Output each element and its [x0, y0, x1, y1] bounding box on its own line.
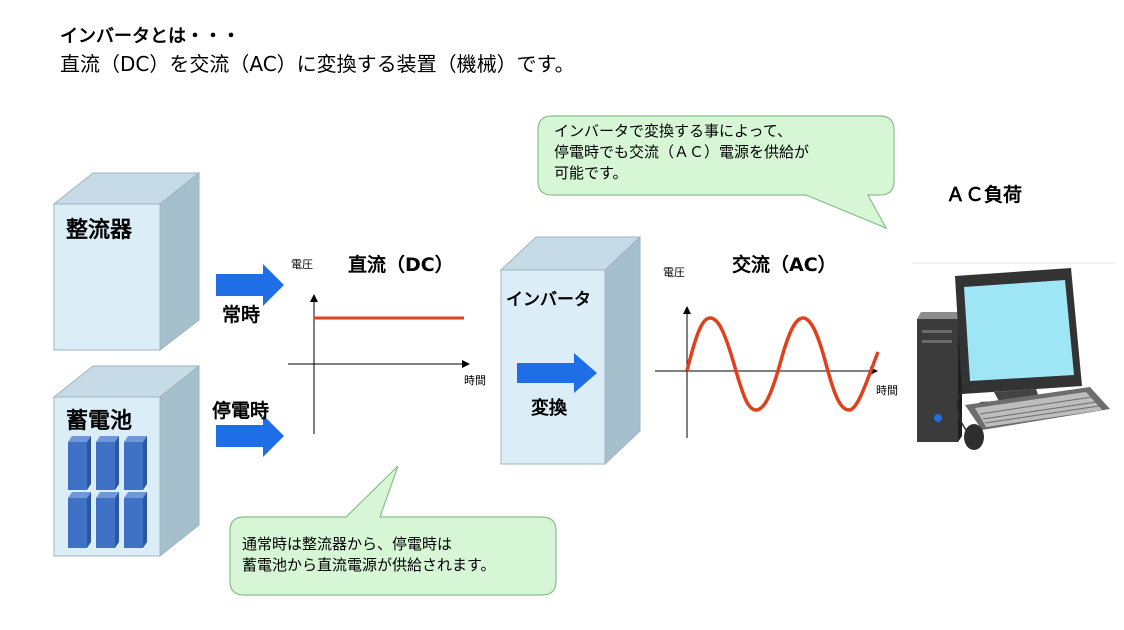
ac-sine-wave — [685, 316, 880, 412]
page-title: インバータとは・・・ — [60, 26, 240, 47]
ac-graph-title: 交流（AC） — [732, 254, 837, 276]
battery-label: 蓄電池 — [66, 409, 133, 434]
dc-y-axis-label: 電圧 — [291, 258, 313, 271]
inverter-box — [499, 235, 642, 466]
bubble-top-line: 可能です。 — [554, 164, 628, 182]
normal-label: 常時 — [222, 304, 261, 326]
dc-graph-title: 直流（DC） — [348, 254, 454, 276]
computer-icon — [912, 262, 1116, 450]
outage-arrow-icon — [216, 415, 284, 457]
battery-cells-icon — [68, 436, 147, 548]
normal-arrow-icon — [216, 264, 284, 306]
bubble-top-text: インバータで変換する事によって、 停電時でも交流（ＡＣ）電源を供給が 可能です。 — [554, 121, 809, 184]
bubble-top-line: 停電時でも交流（ＡＣ）電源を供給が — [554, 143, 810, 161]
inverter-label: インバータ — [506, 290, 591, 310]
bubble-bottom-line: 蓄電池から直流電源が供給されます。 — [242, 556, 496, 574]
bubble-top-line: インバータで変換する事によって、 — [554, 122, 793, 140]
bubble-bottom-shape — [229, 465, 557, 596]
ac-graph — [655, 306, 880, 438]
battery-box — [52, 364, 201, 558]
rectifier-label: 整流器 — [66, 218, 133, 243]
bubble-bottom-line: 通常時は整流器から、停電時は — [242, 535, 453, 553]
page-subtitle: 直流（DC）を交流（AC）に変換する装置（機械）です。 — [60, 52, 575, 76]
bubble-top-shape — [537, 115, 895, 230]
convert-arrow-icon — [517, 353, 597, 393]
outage-label: 停電時 — [212, 400, 270, 422]
ac-load-label: ＡＣ負荷 — [946, 184, 1023, 206]
dc-x-axis-label: 時間 — [464, 374, 486, 387]
ac-y-axis-label: 電圧 — [663, 266, 685, 279]
bubble-bottom-text: 通常時は整流器から、停電時は 蓄電池から直流電源が供給されます。 — [242, 534, 496, 576]
convert-label: 変換 — [531, 398, 567, 419]
ac-x-axis-label: 時間 — [876, 384, 898, 397]
rectifier-box — [52, 171, 201, 352]
dc-graph — [288, 294, 470, 434]
